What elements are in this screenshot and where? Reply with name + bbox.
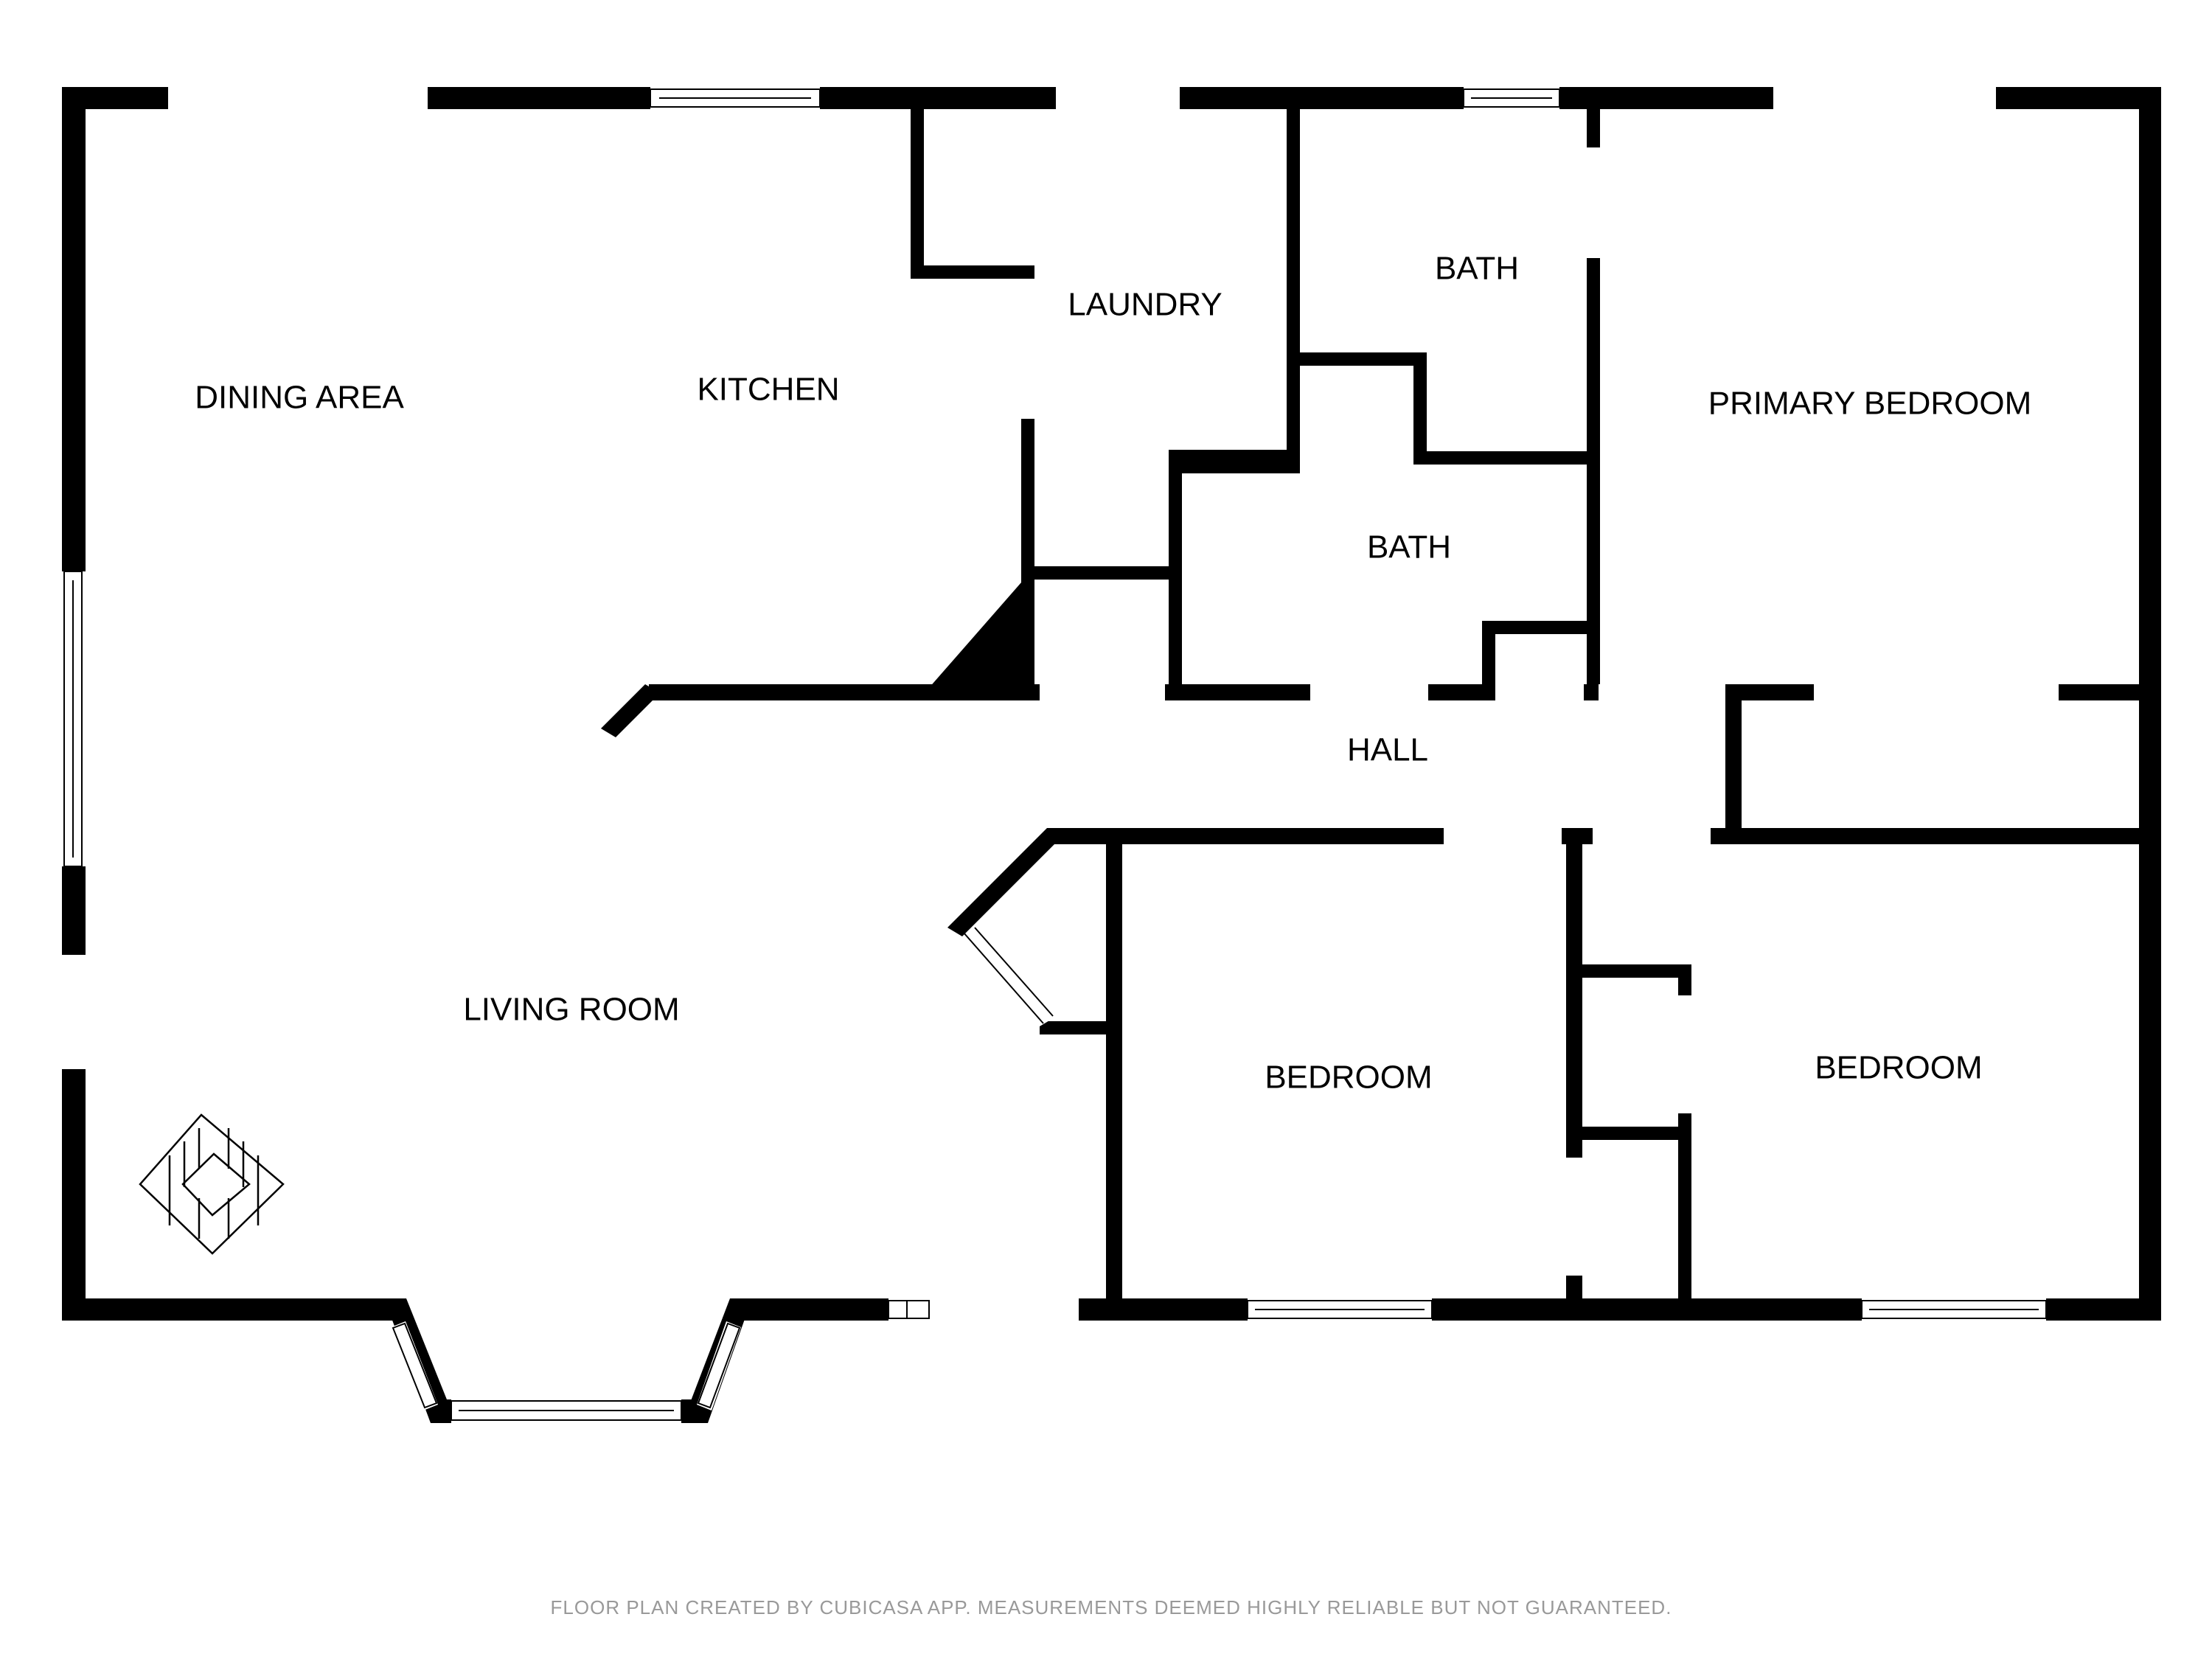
wall-bath-upper-b: [1413, 352, 1427, 465]
label-bedroom-right: BEDROOM: [1815, 1050, 1982, 1086]
label-bath-upper: BATH: [1435, 251, 1519, 287]
window-frame-top-kitchen: [650, 88, 821, 108]
door-primary-closet: [1814, 684, 2059, 700]
door-hall-bedroom-r: [1593, 828, 1711, 844]
window-frame-living-bottom: [888, 1300, 930, 1319]
window-frame-bay-left: [392, 1322, 438, 1409]
window-frame-top-bath: [1463, 88, 1560, 108]
bottom-wall-left: [62, 1298, 406, 1321]
living-closet-wall: [1040, 1021, 1121, 1034]
interior-walls: [601, 109, 2161, 1309]
fireplace-icon: [139, 1113, 285, 1255]
kitchen-corner-fill: [918, 582, 1021, 700]
living-angle-wall: [947, 828, 1062, 936]
label-primary-bedroom: PRIMARY BEDROOM: [1708, 386, 2031, 422]
door-frame-living-closet-a: [963, 932, 1044, 1024]
door-hall-bedroom-c: [1444, 828, 1562, 844]
label-dining-area: DINING AREA: [195, 380, 404, 416]
window-frame-bay-bottom: [451, 1400, 682, 1421]
hall-closet-wall: [1725, 684, 1742, 839]
window-frame-bay-right: [697, 1322, 741, 1409]
window-top-dining: [168, 87, 428, 109]
door-closet-bedroom-c: [1566, 1158, 1582, 1276]
window-frames: [63, 88, 2047, 1421]
door-hall-closet: [1040, 684, 1165, 700]
wall-bath-upper-a: [1287, 352, 1427, 366]
door-living-closet: [962, 928, 1054, 1026]
window-frame-bedroom-c: [1247, 1300, 1433, 1319]
door-frame-living-closet-b: [974, 927, 1054, 1017]
wall-kitchen-laundry-a: [911, 109, 924, 279]
closet-mid: [1566, 1127, 1691, 1140]
door-hall-bath: [1310, 684, 1428, 700]
label-bedroom-center: BEDROOM: [1265, 1060, 1432, 1096]
window-top-laundry: [1056, 87, 1180, 109]
window-frame-left-dining: [63, 571, 83, 867]
label-living-room: LIVING ROOM: [463, 992, 679, 1028]
right-wall: [2139, 87, 2161, 1321]
wall-laundry-closet: [1021, 566, 1182, 580]
window-frame-bedroom-r: [1861, 1300, 2047, 1319]
label-laundry: LAUNDRY: [1068, 287, 1222, 323]
door-closet-bedroom-r: [1678, 995, 1691, 1113]
wall-linen-a: [1482, 621, 1593, 634]
door-kitchen-laundry: [1021, 279, 1034, 419]
window-living-bottom: [888, 1298, 1079, 1321]
openings: [62, 87, 2059, 1423]
door-left-living: [62, 955, 86, 1069]
footer-disclaimer: FLOOR PLAN CREATED BY CUBICASA APP. MEAS…: [551, 1596, 1672, 1618]
window-top-primary: [1773, 87, 1996, 109]
door-bath-primary: [1587, 147, 1600, 258]
door-hall-primary: [1599, 684, 1725, 700]
wall-bath-upper-c: [1413, 451, 1593, 465]
wall-kitchen-laundry-b: [911, 265, 1034, 279]
wall-living-bedroom: [1106, 837, 1122, 1309]
window-bay-right: [697, 1321, 741, 1411]
label-hall: HALL: [1347, 732, 1428, 768]
label-kitchen: KITCHEN: [697, 372, 839, 408]
room-labels: DINING AREA KITCHEN LAUNDRY BATH BATH PR…: [195, 251, 2031, 1096]
label-bath-lower: BATH: [1367, 529, 1451, 566]
wall-laundry-bath: [1169, 450, 1298, 473]
wall-laundry-closet-r: [1169, 450, 1182, 700]
wall-laundry-right: [1287, 109, 1300, 473]
window-bay-left: [391, 1321, 438, 1411]
wall-linen-b: [1482, 621, 1495, 700]
door-hall-linen: [1495, 684, 1584, 700]
hall-angle-wall: [601, 684, 660, 737]
closet-top: [1566, 964, 1691, 978]
